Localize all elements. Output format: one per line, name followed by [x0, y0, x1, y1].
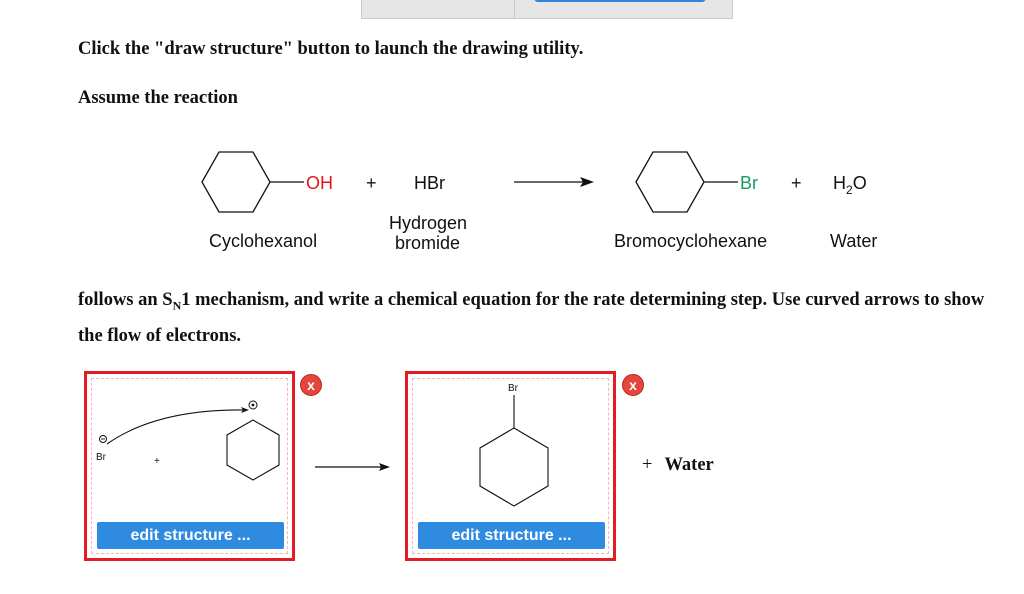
drawing-area-2[interactable] — [412, 378, 609, 554]
instruction-line-1: Click the "draw structure" button to lau… — [78, 39, 584, 59]
toolbar-divider — [514, 0, 515, 18]
toolbar-button-edge[interactable] — [534, 0, 706, 2]
reaction-scheme: OH Cyclohexanol + HBr Hydrogen bromide B… — [201, 151, 877, 253]
curved-arrow — [106, 409, 246, 445]
bromocyclohexane-ring — [635, 151, 705, 213]
hbr-name-line-2: bromide — [395, 233, 460, 253]
edit-structure-button-1[interactable]: edit structure ... — [97, 522, 284, 549]
mechanism-instruction: follows an SN1 mechanism, and write a ch… — [78, 290, 985, 346]
carbocation-ring — [226, 419, 280, 481]
cyclohexanol-ring — [201, 151, 271, 213]
instruction-line-2: Assume the reaction — [78, 88, 238, 108]
bromine-label: Br — [508, 383, 519, 394]
bromide-charge-icon — [99, 435, 107, 443]
reaction-arrow-head — [580, 177, 594, 187]
bromide-label: Br — [96, 452, 107, 463]
water-product: +Water — [642, 455, 714, 475]
drawing-box-2[interactable]: Br edit structure ... — [405, 371, 616, 561]
reaction-plus-1: + — [366, 173, 377, 193]
oh-group: OH — [306, 173, 333, 193]
drawing-1-structure: Br + — [96, 400, 280, 481]
bromocyclohexane-ring-2 — [479, 427, 549, 507]
cyclohexanol-label: Cyclohexanol — [209, 231, 317, 251]
drawing-box-1[interactable]: Br + edit structure ... — [84, 371, 295, 561]
close-icon[interactable]: x — [622, 374, 644, 396]
drawing-area-1[interactable] — [91, 378, 288, 554]
hbr-formula: HBr — [414, 173, 445, 193]
drawing-1-plus: + — [154, 456, 160, 467]
hbr-name-line-1: Hydrogen — [389, 213, 467, 233]
drawing-2-structure: Br — [479, 383, 549, 507]
water-formula: H2O — [833, 173, 867, 197]
curved-arrow-head — [241, 407, 249, 413]
reaction-plus-2: + — [791, 173, 802, 193]
step-arrow — [315, 463, 390, 471]
bromocyclohexane-label: Bromocyclohexane — [614, 231, 767, 251]
br-group: Br — [740, 173, 758, 193]
top-toolbar — [361, 0, 733, 19]
edit-structure-button-2[interactable]: edit structure ... — [418, 522, 605, 549]
close-icon[interactable]: x — [300, 374, 322, 396]
carbocation-charge-icon — [248, 400, 258, 410]
water-label: Water — [830, 231, 877, 251]
